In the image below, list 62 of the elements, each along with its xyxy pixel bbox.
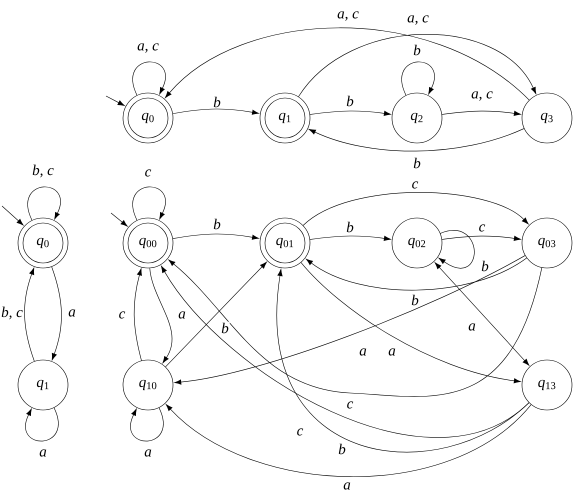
arrow <box>110 212 128 227</box>
arrow <box>302 192 529 226</box>
arrow <box>2 206 24 226</box>
arrow <box>166 404 532 478</box>
edge-label: c <box>410 180 420 190</box>
edge-label: c <box>296 427 304 437</box>
arrow <box>24 268 35 362</box>
edge-label: a, c <box>406 14 430 26</box>
arrow <box>298 34 536 97</box>
loop-arrow <box>132 62 166 96</box>
edge-label: b <box>337 442 347 456</box>
edge-label: b <box>345 220 355 234</box>
edge-label: c <box>118 310 126 320</box>
loop-arrow <box>28 186 60 221</box>
edge-label: b <box>212 218 222 230</box>
edge-label: a <box>38 448 48 458</box>
edge-label: b <box>212 96 222 108</box>
edge-label: c <box>346 400 354 410</box>
edge-label: b <box>410 294 420 306</box>
edge-label: a, c <box>470 90 494 102</box>
arrow <box>168 260 542 397</box>
edge-label: a <box>67 308 77 318</box>
edge-label: a <box>387 347 397 357</box>
arrow <box>310 110 391 116</box>
loop-arrow <box>402 62 434 96</box>
arrow <box>172 108 260 115</box>
edge-label: c <box>144 168 152 178</box>
edge-label: b <box>412 44 422 56</box>
edge-label: a <box>467 322 477 332</box>
loop-arrow <box>438 230 475 268</box>
arrow <box>442 110 521 116</box>
edge-label: a <box>342 481 352 491</box>
arrow <box>300 262 521 384</box>
edge-label: a <box>143 448 153 458</box>
edge-label: b, c <box>0 306 24 320</box>
loop-arrow <box>132 186 166 221</box>
edge-label: b <box>412 156 422 170</box>
arrow <box>174 255 526 385</box>
arrow <box>276 269 530 452</box>
arrow <box>106 96 125 106</box>
edge-label: b <box>220 322 230 334</box>
loop-arrow <box>26 407 59 442</box>
edge-label: a, c <box>136 42 160 54</box>
edge-label: a <box>358 347 368 357</box>
arrow <box>442 236 521 241</box>
arrow <box>149 268 172 364</box>
arrow <box>51 266 62 360</box>
edge-label: b, c <box>31 164 55 178</box>
edge-label: a, c <box>336 10 360 22</box>
arrow <box>308 128 524 152</box>
arrow <box>172 234 260 240</box>
edge-label: c <box>478 223 486 233</box>
edge-label: a <box>177 310 187 320</box>
arrow <box>164 28 530 100</box>
arrow <box>310 236 391 241</box>
arrow <box>306 258 527 290</box>
arrow <box>434 262 530 366</box>
arrow <box>134 268 142 361</box>
loop-arrow <box>130 407 164 442</box>
edge-label: b <box>480 260 490 272</box>
edge-label: b <box>345 94 355 108</box>
arrow <box>165 262 267 368</box>
